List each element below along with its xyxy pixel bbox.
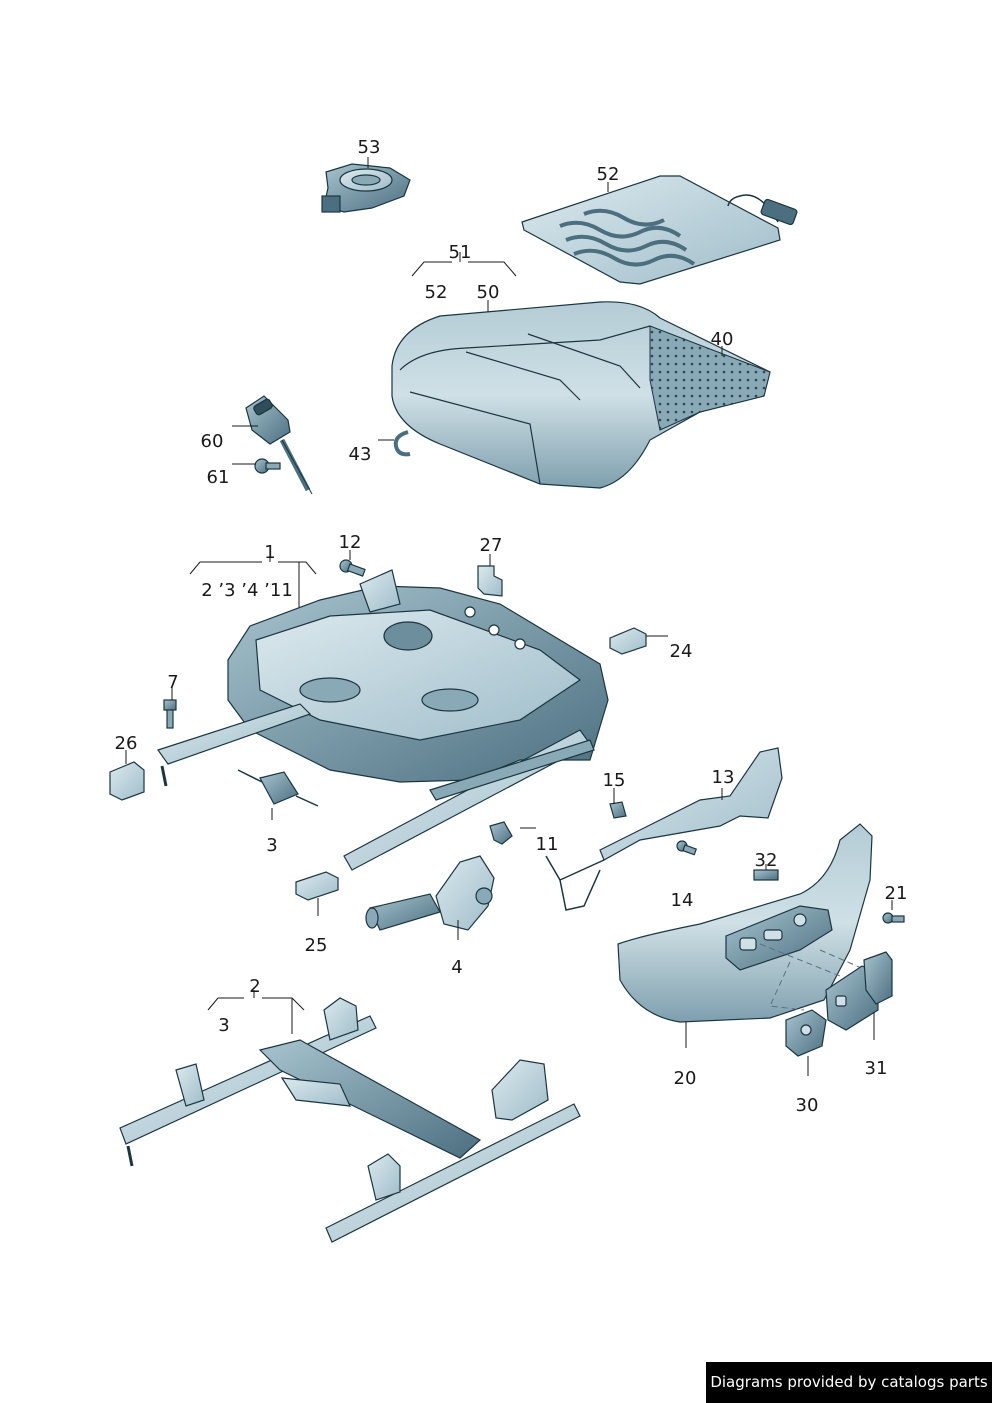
callout-11: 11 bbox=[536, 834, 559, 855]
callout-3b: 3 bbox=[218, 1015, 229, 1036]
callout-51: 51 bbox=[449, 242, 472, 263]
part-32-clip bbox=[753, 869, 779, 881]
callout-26: 26 bbox=[115, 733, 138, 754]
part-27-bracket bbox=[477, 565, 503, 597]
callout-52b: 52 bbox=[425, 282, 448, 303]
part-60-belt-buckle bbox=[245, 395, 313, 495]
callout-20: 20 bbox=[674, 1068, 697, 1089]
part-21-screw bbox=[882, 912, 905, 924]
callout-43: 43 bbox=[349, 444, 372, 465]
part-1-seat-frame bbox=[157, 569, 609, 871]
part-25-cap bbox=[295, 871, 339, 901]
callout-27: 27 bbox=[480, 535, 503, 556]
part-30-control-switch bbox=[785, 1009, 827, 1057]
callout-40: 40 bbox=[711, 329, 734, 350]
callout-30: 30 bbox=[796, 1095, 819, 1116]
callout-3a: 3 bbox=[266, 835, 277, 856]
callout-24: 24 bbox=[670, 641, 693, 662]
callout-2: 2 bbox=[249, 976, 260, 997]
callout-13: 13 bbox=[712, 767, 735, 788]
part-53-module bbox=[321, 163, 411, 213]
callout-7: 7 bbox=[167, 672, 178, 693]
part-43-clip bbox=[393, 430, 411, 457]
callout-60: 60 bbox=[201, 431, 224, 452]
part-52-heating-mat bbox=[521, 175, 798, 285]
part-14-screw bbox=[676, 840, 698, 856]
part-50-seat-cushion bbox=[391, 301, 771, 489]
callout-14: 14 bbox=[671, 890, 694, 911]
part-24-cap bbox=[609, 627, 647, 655]
callout-labels: 53 52 51 52 50 40 60 43 61 1 12 27 2 ’3 … bbox=[115, 137, 908, 1116]
callout-12: 12 bbox=[339, 532, 362, 553]
callout-61: 61 bbox=[207, 467, 230, 488]
part-20-side-trim bbox=[617, 823, 873, 1023]
callout-25: 25 bbox=[305, 935, 328, 956]
callout-4: 4 bbox=[451, 957, 462, 978]
callout-31: 31 bbox=[865, 1058, 888, 1079]
part-15-clip bbox=[609, 801, 627, 819]
callout-1: 1 bbox=[264, 542, 275, 563]
part-2-seat-rails bbox=[119, 997, 581, 1243]
callout-1-sub: 2 ’3 ’4 ’11 bbox=[201, 580, 293, 601]
callout-32: 32 bbox=[755, 850, 778, 871]
part-11-plug bbox=[489, 821, 513, 845]
part-31-switch bbox=[825, 951, 893, 1031]
callout-15: 15 bbox=[603, 770, 626, 791]
callout-21: 21 bbox=[885, 883, 908, 904]
callout-53: 53 bbox=[358, 137, 381, 158]
part-12-bolt bbox=[339, 559, 366, 577]
bracket-51 bbox=[411, 252, 517, 277]
part-13-lever-bracket bbox=[545, 747, 783, 911]
credit-banner: Diagrams provided by catalogs parts bbox=[706, 1362, 992, 1403]
part-4-motor-gearbox bbox=[365, 855, 495, 931]
callout-50: 50 bbox=[477, 282, 500, 303]
part-3-motor bbox=[237, 769, 319, 807]
part-7-screw bbox=[163, 699, 177, 729]
callout-52a: 52 bbox=[597, 164, 620, 185]
part-26-cover bbox=[109, 761, 145, 801]
part-61-bolt bbox=[254, 458, 281, 474]
